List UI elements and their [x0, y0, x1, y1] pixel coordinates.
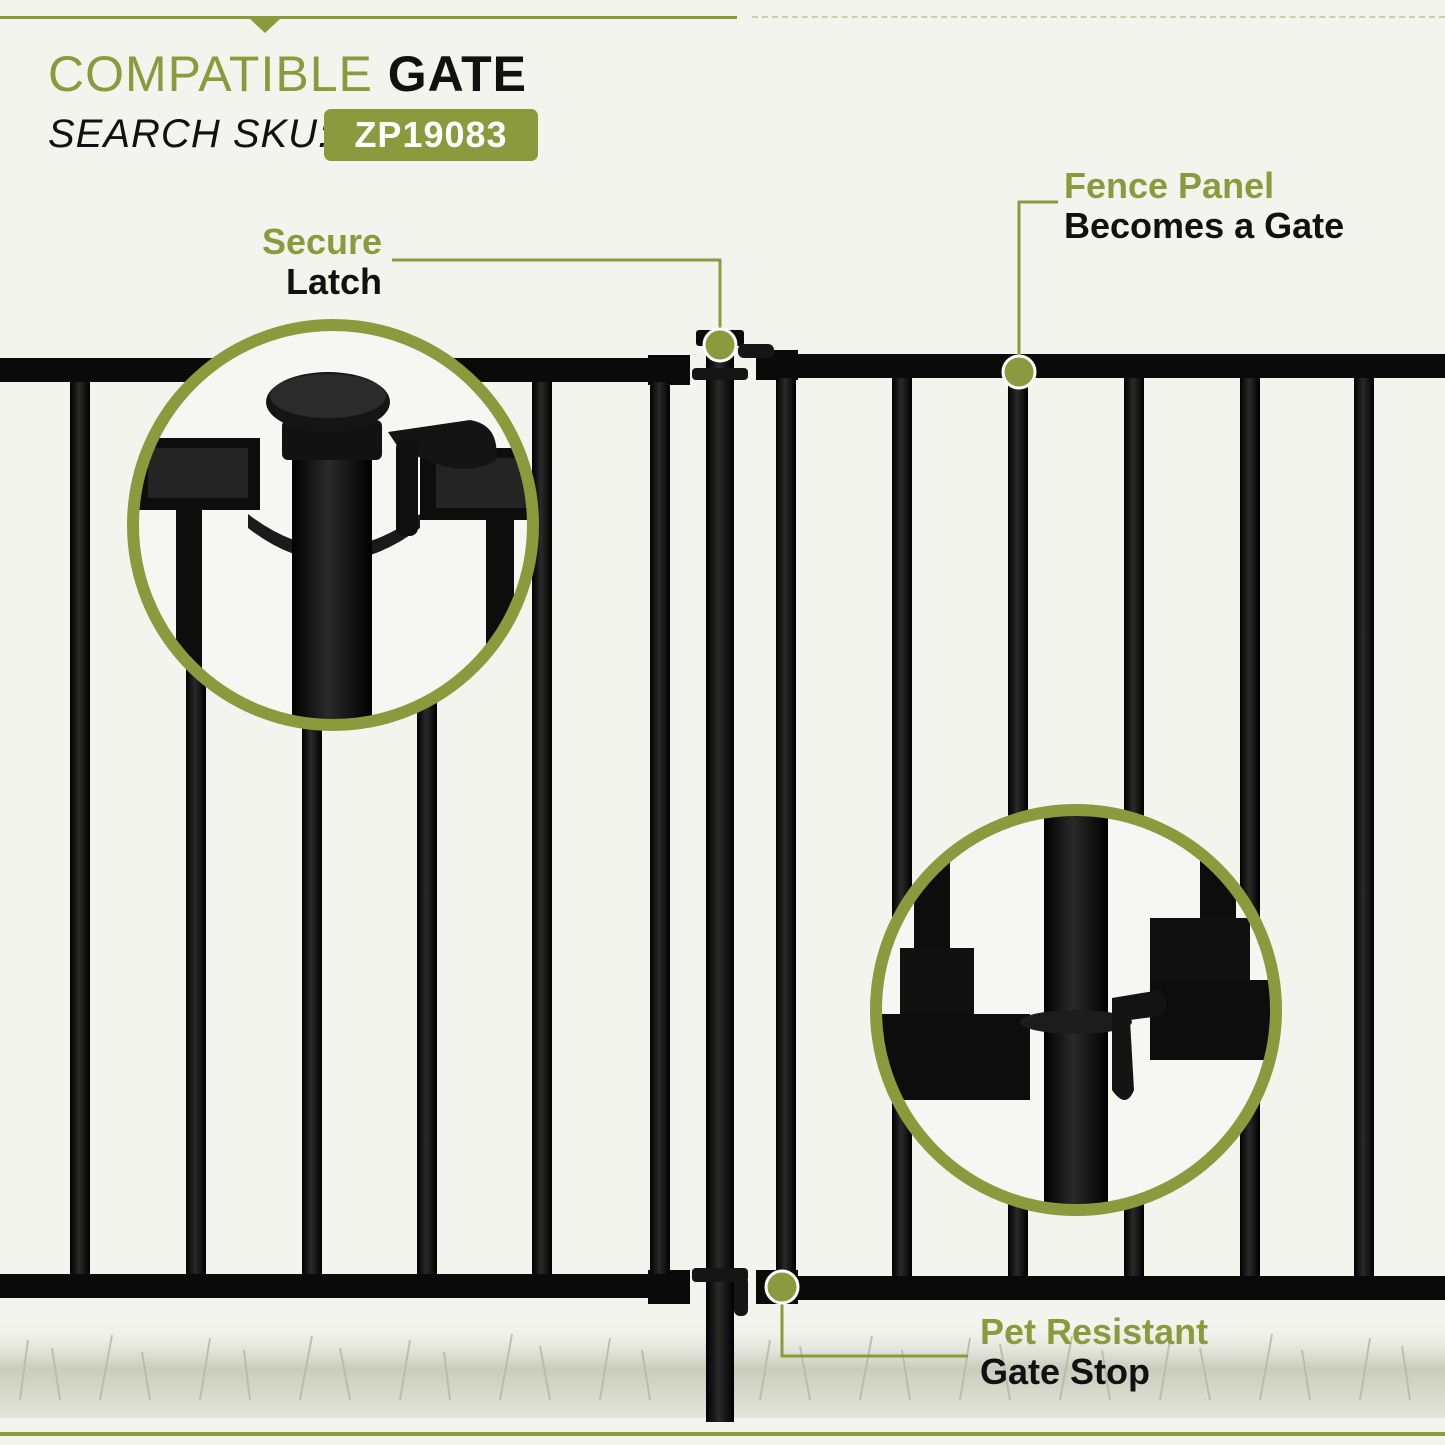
title-accent: COMPATIBLE — [48, 46, 373, 102]
callout-secure-latch-line1: Secure — [262, 221, 383, 262]
gate-post — [692, 330, 774, 1422]
callout-gate-stop-line1: Pet Resistant — [980, 1311, 1209, 1352]
title-strong: GATE — [387, 46, 527, 102]
callout-fence-panel-line1: Fence Panel — [1064, 165, 1275, 206]
gate-stop-detail-zoom — [870, 804, 1282, 1216]
footer-rule — [0, 1432, 1445, 1436]
header-rule — [0, 16, 737, 19]
sku-badge: ZP19083 — [324, 109, 538, 161]
callout-fence-panel: Fence Panel Becomes a Gate — [1064, 166, 1344, 246]
header-dashed-rule — [752, 16, 1445, 18]
sku-label: SEARCH SKU: — [48, 112, 331, 156]
callout-gate-stop: Pet Resistant Gate Stop — [980, 1312, 1208, 1392]
callout-fence-panel-line2: Becomes a Gate — [1064, 205, 1345, 246]
latch-detail-zoom — [127, 319, 539, 731]
callout-gate-stop-line2: Gate Stop — [980, 1351, 1151, 1392]
callout-secure-latch-line2: Latch — [285, 261, 382, 302]
header-notch — [250, 19, 280, 33]
page-title: COMPATIBLE GATE — [48, 44, 527, 104]
callout-secure-latch: Secure Latch — [262, 222, 382, 302]
callout-leaders — [392, 200, 1058, 1358]
callout-dots — [702, 327, 1037, 1305]
